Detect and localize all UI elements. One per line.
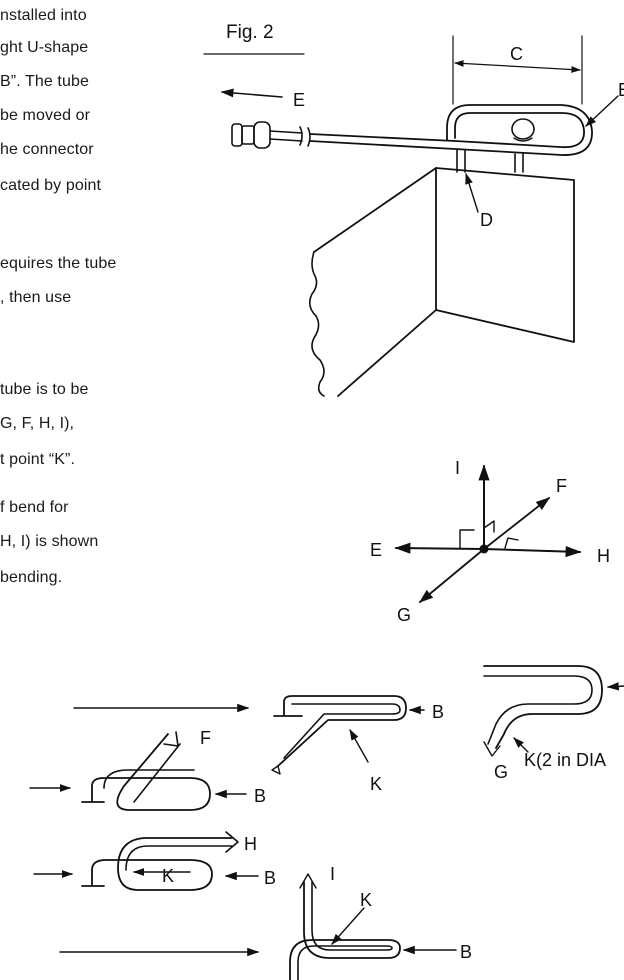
compass-label-i: I — [455, 458, 460, 478]
text-line: ght U-shape — [0, 39, 89, 56]
compass-origin — [479, 544, 489, 554]
fig2-diagram: Fig. 2 C E B — [203, 22, 624, 397]
tube-u-bend — [309, 104, 593, 156]
text-line: tube is to be — [0, 381, 89, 398]
text-line: f bend for — [0, 499, 69, 516]
label-b-k: B — [432, 702, 444, 722]
label-k-3: K — [360, 890, 372, 910]
label-f: F — [200, 728, 211, 748]
bend-k-down: B K — [271, 695, 444, 794]
text-line: be moved or — [0, 107, 91, 124]
mounting-panel — [308, 167, 575, 397]
label-g: G — [494, 762, 508, 782]
arrow-b-fig: B — [585, 80, 624, 127]
label-i: I — [330, 864, 335, 884]
tube-legs — [456, 149, 524, 173]
arrow-e: E — [220, 88, 305, 110]
label-b-i: B — [460, 942, 472, 962]
compass-label-g: G — [397, 605, 411, 625]
bend-examples: B K G K(2 in DIA B F — [29, 665, 624, 980]
label-c: C — [510, 44, 523, 64]
label-k-2: K — [162, 866, 174, 886]
compass-label-h: H — [597, 546, 610, 566]
bend-i: K B I — [59, 864, 472, 980]
text-line: cated by point — [0, 177, 102, 194]
compass-label-f: F — [556, 476, 567, 496]
text-line: H, I) is shown — [0, 533, 99, 550]
arrow-d: D — [465, 172, 493, 230]
compass-label-e: E — [370, 540, 382, 560]
bend-g-down: G K(2 in DIA — [483, 665, 624, 782]
label-b-h: B — [264, 868, 276, 888]
label-b-f: B — [254, 786, 266, 806]
text-line: bending. — [0, 569, 63, 586]
direction-compass: I F E H G — [370, 458, 610, 625]
label-e: E — [293, 90, 305, 110]
bend-f: B F — [29, 728, 266, 811]
text-line: equires the tube — [0, 255, 117, 272]
label-k-note: K(2 in DIA — [524, 750, 606, 770]
text-line: he connector — [0, 141, 94, 158]
text-line: nstalled into — [0, 7, 87, 24]
label-d: D — [480, 210, 493, 230]
text-line: , then use — [0, 289, 72, 306]
bend-h: K B H — [33, 831, 276, 891]
label-h: H — [244, 834, 257, 854]
text-line: B”. The tube — [0, 73, 89, 90]
text-line: t point “K”. — [0, 451, 76, 468]
dimension-c: C — [452, 35, 583, 105]
tube-connector — [231, 121, 311, 149]
text-line: G, F, H, I), — [0, 415, 75, 432]
label-k-1: K — [370, 774, 382, 794]
label-b-fig: B — [618, 80, 624, 100]
figure-title: Fig. 2 — [226, 22, 274, 43]
